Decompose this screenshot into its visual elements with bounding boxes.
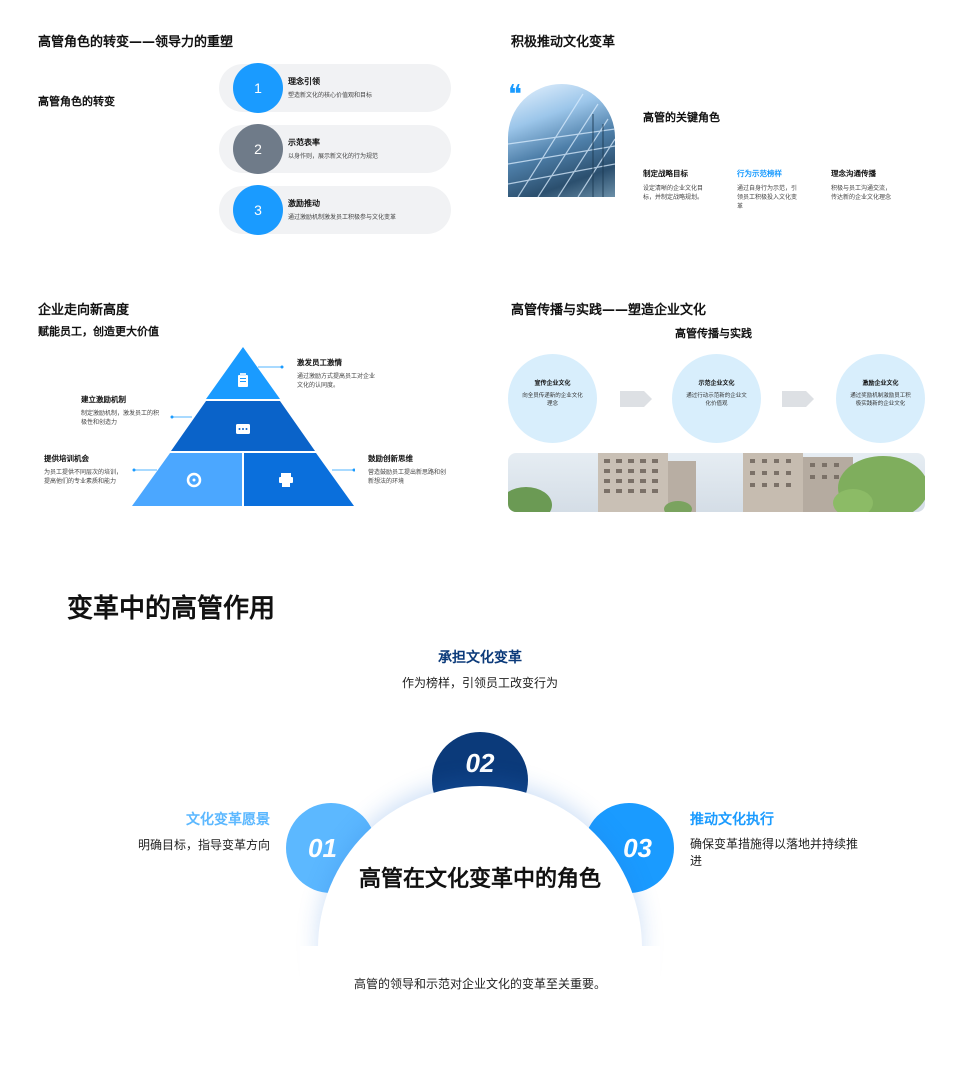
pyramid-item-title: 建立激励机制 (81, 395, 126, 404)
pyramid-item-4: 鼓励创新思维 营造鼓励员工提出新思路和创新想法的环境 (368, 453, 448, 486)
process-step-1: 宣传企业文化 向全员传递新的企业文化理念 (508, 354, 597, 443)
step-number-badge: 3 (233, 185, 283, 235)
pyramid-bottom-right (244, 453, 354, 506)
key-role-heading: 高管的关键角色 (643, 111, 720, 124)
panel1-title: 高管角色的转变——领导力的重塑 (38, 35, 234, 50)
pyramid-item-desc: 营造鼓励员工提出新思路和创新想法的环境 (368, 469, 447, 485)
section-title: 变革中的高管作用 (67, 594, 276, 624)
panel2-title: 积极推动文化变革 (511, 35, 616, 50)
role-item-desc: 以身作则，展示新文化的行为规范 (288, 153, 379, 160)
pyramid-item-desc: 制定激励机制，激发员工的积极性和创造力 (81, 410, 160, 426)
chat-icon (236, 424, 250, 434)
key-role-3: 理念沟通传播 积极与员工沟通交流，传达新的企业文化理念 (831, 168, 895, 202)
panel3-subtitle: 赋能员工，创造更大价值 (38, 325, 159, 338)
target-icon (186, 472, 202, 488)
apartment-photo (508, 453, 925, 512)
role-item-title: 激励推动 (288, 199, 320, 208)
arrow-right-icon (620, 391, 652, 407)
pyramid-item-title: 激发员工激情 (297, 358, 342, 367)
building-photo (508, 84, 615, 197)
key-role-1: 制定战略目标 设定清晰的企业文化目标，并制定战略规划。 (643, 168, 707, 202)
step-number-badge: 1 (233, 63, 283, 113)
pyramid-item-2: 建立激励机制 制定激励机制，激发员工的积极性和创造力 (81, 394, 161, 427)
process-step-title: 宣传企业文化 (534, 380, 571, 387)
key-role-2: 行为示范榜样 通过自身行为示范，引领员工积极投入文化变革 (737, 168, 801, 211)
process-step-3: 激励企业文化 通过奖励机制激励员工积极实践新的企业文化 (836, 354, 925, 443)
key-role-title: 制定战略目标 (643, 169, 688, 178)
step-number-badge: 2 (233, 124, 283, 174)
role-item-3: 3 激励推动 通过激励机制激发员工积极参与文化变革 (219, 185, 451, 235)
role-item-title: 理念引领 (288, 77, 320, 86)
key-role-desc: 设定清晰的企业文化目标，并制定战略规划。 (643, 185, 704, 201)
process-step-desc: 通过奖励机制激励员工积极实践新的企业文化 (850, 393, 911, 407)
center-role-text: 高管在文化变革中的角色 (358, 867, 601, 892)
panel4-subtitle: 高管传播与实践 (675, 327, 752, 340)
pyramid-item-title: 鼓励创新思维 (368, 454, 413, 463)
pyramid-diagram (132, 347, 355, 506)
pyramid-item-desc: 为员工提供不同层次的培训，提高他们的专业素质和能力 (44, 469, 123, 485)
process-step-title: 激励企业文化 (862, 380, 899, 387)
role-desc-02: 作为榜样，引领员工改变行为 (401, 676, 558, 690)
printer-icon (279, 473, 293, 487)
process-step-title: 示范企业文化 (698, 380, 735, 387)
semicircle-mask (300, 946, 660, 1084)
quote-icon: ❝ (508, 80, 522, 110)
panel1-subtitle: 高管角色的转变 (38, 95, 115, 108)
key-role-title: 行为示范榜样 (737, 169, 782, 178)
role-item-desc: 通过激励机制激发员工积极参与文化变革 (288, 214, 397, 221)
process-step-desc: 通过行动示范新的企业文化价值观 (686, 393, 747, 407)
role-title-03: 推动文化执行 (690, 812, 774, 828)
role-title-01: 文化变革愿景 (186, 812, 270, 828)
role-item-1: 1 理念引领 塑造新文化的核心价值观和目标 (219, 63, 451, 113)
footer-note: 高管的领导和示范对企业文化的变革至关重要。 (353, 977, 606, 991)
role-item-desc: 塑造新文化的核心价值观和目标 (288, 92, 373, 99)
role-desc-01: 明确目标，指导变革方向 (137, 838, 270, 852)
role-item-2: 2 示范表率 以身作则，展示新文化的行为规范 (219, 124, 451, 174)
key-role-desc: 积极与员工沟通交流，传达新的企业文化理念 (831, 185, 892, 201)
key-role-title: 理念沟通传播 (831, 169, 876, 178)
clipboard-icon (238, 373, 248, 387)
role-title-02: 承担文化变革 (438, 650, 522, 666)
pyramid-item-desc: 通过激励方式提高员工对企业文化的认同度。 (297, 373, 376, 389)
process-step-desc: 向全员传递新的企业文化理念 (522, 393, 583, 407)
process-step-2: 示范企业文化 通过行动示范新的企业文化价值观 (672, 354, 761, 443)
panel3-title: 企业走向新高度 (38, 303, 130, 318)
pyramid-item-3: 提供培训机会 为员工提供不同层次的培训，提高他们的专业素质和能力 (44, 453, 126, 486)
pyramid-item-title: 提供培训机会 (44, 454, 89, 463)
panel4-title: 高管传播与实践——塑造企业文化 (511, 303, 707, 318)
pyramid-item-1: 激发员工激情 通过激励方式提高员工对企业文化的认同度。 (297, 357, 377, 390)
arrow-right-icon (782, 391, 814, 407)
role-item-title: 示范表率 (288, 138, 320, 147)
key-role-desc: 通过自身行为示范，引领员工积极投入文化变革 (737, 185, 798, 210)
role-desc-03: 确保变革措施得以落地并持续推进 (690, 837, 859, 868)
